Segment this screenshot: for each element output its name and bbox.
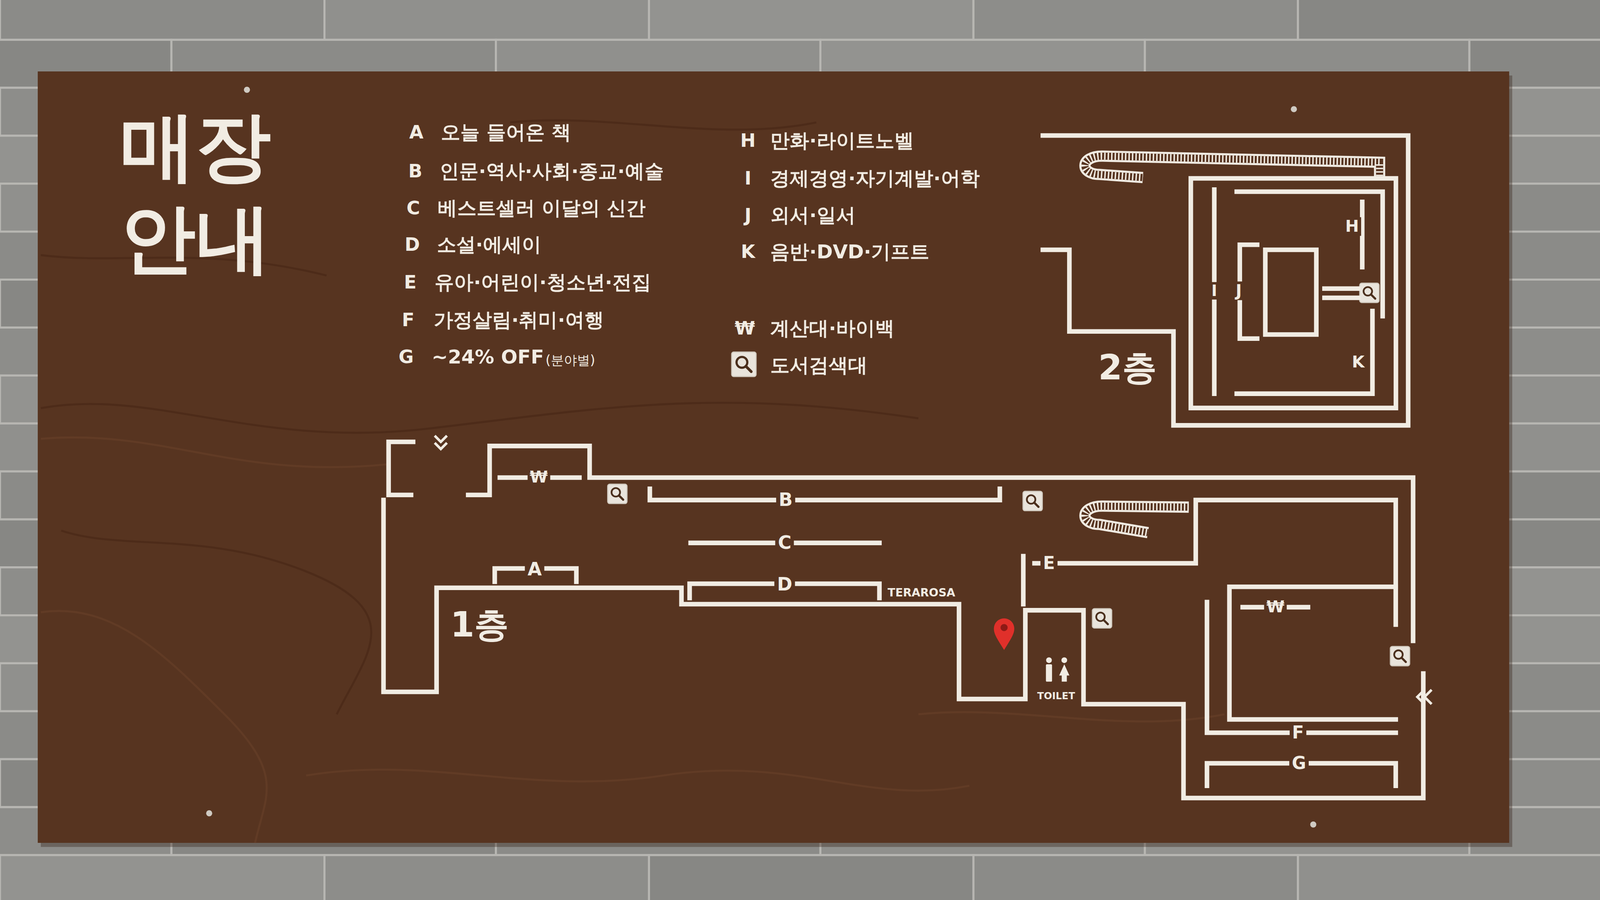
wall-tile <box>324 0 650 40</box>
screw <box>1290 105 1297 112</box>
wood-board <box>37 71 1510 843</box>
floor-outline <box>1035 127 1419 434</box>
entrance-chevron <box>434 442 447 449</box>
wall-tile <box>648 855 974 900</box>
legend-note: (분야별) <box>545 352 596 368</box>
toilet-label: TOILET <box>1037 690 1075 702</box>
search-icon <box>731 351 757 377</box>
counter-symbol: ₩ <box>1264 597 1287 617</box>
wood-grain <box>40 437 388 468</box>
legend-text: 베스트셀러 이달의 신간 <box>437 196 646 220</box>
counter-symbol: ₩ <box>527 468 550 487</box>
legend-text: 소설·에세이 <box>436 233 542 256</box>
legend-text: 외서·일서 <box>770 203 856 227</box>
floor-outline <box>377 433 1434 807</box>
shelf-letter: D <box>774 574 795 596</box>
shelf-letter: B <box>776 489 796 511</box>
legend-letter: J <box>744 204 752 226</box>
wall-line <box>1042 135 1409 426</box>
legend-text: 오늘 들어온 책 <box>440 121 572 144</box>
legend-letter: H <box>740 130 756 152</box>
legend-letter: B <box>408 160 423 182</box>
wall-tile <box>973 0 1299 40</box>
wood-grain <box>918 712 1225 722</box>
legend-text: 인문·역사·사회·종교·예술 <box>439 160 664 183</box>
search-icon <box>607 484 627 504</box>
wall-tile <box>324 855 650 900</box>
legend-text: 경제경영·자기계발·어학 <box>770 167 980 190</box>
legend-letter: G <box>398 346 414 368</box>
search-icon <box>1092 608 1112 629</box>
legend-letter: D <box>404 234 420 256</box>
cafe-name: TERAROSA <box>887 586 956 600</box>
wall-line <box>1021 555 1026 604</box>
legend-text: 가정살림·취미·여행 <box>433 309 604 332</box>
sign-title: 매장 안내 <box>120 100 292 285</box>
shelf-letter: I <box>1209 282 1220 300</box>
legend-symbol: ₩ <box>734 317 756 339</box>
wall-tile <box>648 0 974 40</box>
legend-text: 만화·라이트노벨 <box>770 129 914 152</box>
wall-tile <box>1298 0 1600 40</box>
floor-plan: 1층 <box>377 433 1434 807</box>
wall-line <box>388 441 414 495</box>
search-icon <box>1390 646 1410 666</box>
legend-text: 음반·DVD·기프트 <box>770 240 930 264</box>
legend-text: 유아·어린이·청소년·전집 <box>434 271 652 294</box>
wall-line <box>650 488 1000 500</box>
location-pin <box>994 618 1015 650</box>
wall-line <box>1207 601 1397 733</box>
shelf-letter: A <box>525 558 545 580</box>
entrance-chevron <box>434 435 447 442</box>
search-icon <box>1359 283 1379 303</box>
screw <box>1310 821 1317 828</box>
legend-letter: A <box>409 122 424 144</box>
wall-line <box>1236 311 1373 394</box>
screw <box>244 86 250 93</box>
wall-tile <box>0 855 325 900</box>
wall-tile <box>1298 855 1600 900</box>
wall-line <box>1265 250 1317 335</box>
legend-letter: I <box>744 167 752 189</box>
wall-line <box>1229 586 1397 720</box>
shelf-letter: J <box>1233 281 1245 300</box>
wall-line <box>1034 500 1396 625</box>
shelf-letter: E <box>1040 553 1058 574</box>
shelf-letter: C <box>775 532 795 554</box>
escalator <box>1084 155 1380 180</box>
wood-grain <box>40 402 919 433</box>
toilet-icon <box>1046 657 1070 682</box>
shelf-letter: K <box>1349 352 1367 372</box>
floor-label: 1층 <box>450 604 510 645</box>
screw <box>205 810 212 817</box>
shelf-letter: G <box>1289 753 1309 774</box>
legend-letter: K <box>740 241 756 263</box>
wall-line <box>1324 295 1359 301</box>
legend-text: 도서검색대 <box>770 353 868 377</box>
legend-letter: E <box>403 272 417 294</box>
wall-tile <box>973 855 1299 900</box>
wood-grain <box>40 611 267 843</box>
wood-grain <box>305 769 970 791</box>
shelf-letter: F <box>1289 722 1307 743</box>
wood-grain <box>61 530 372 715</box>
wall-line <box>1236 191 1383 317</box>
floor-plan: 2층 <box>1035 127 1419 434</box>
wall-tile <box>0 0 325 40</box>
shelf-letter: H <box>1342 217 1362 236</box>
legend-letter: C <box>406 197 420 219</box>
search-icon <box>1023 491 1043 511</box>
wall-line <box>1190 178 1397 409</box>
wall-line <box>1324 286 1359 292</box>
escalator <box>1084 505 1189 533</box>
wall-line <box>383 500 1424 799</box>
legend-text: ~24% OFF <box>431 346 545 369</box>
wall-line <box>468 446 1414 641</box>
legend-letter: F <box>401 309 415 331</box>
floor-label: 2층 <box>1098 347 1158 388</box>
legend-text: 계산대·바이백 <box>770 317 895 340</box>
